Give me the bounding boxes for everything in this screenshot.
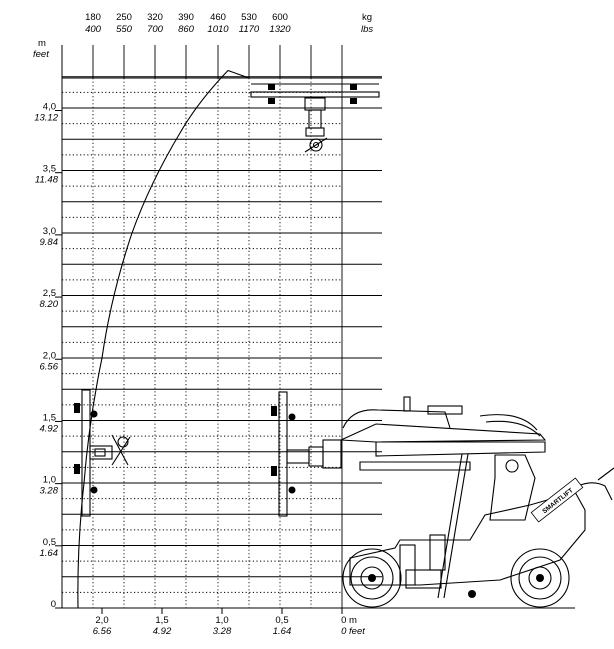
y-tick-label-feet: 3.28 — [40, 486, 59, 497]
x-tick-label-feet: 6.56 — [93, 626, 112, 637]
suction-cup-icon — [268, 84, 275, 90]
x-tick-label-feet: 0 feet — [341, 626, 365, 637]
load-tick-kg: 180 — [85, 12, 101, 23]
y-tick-label: 0,5 — [43, 537, 56, 548]
reach-envelope-curve — [77, 69, 250, 609]
load-tick-lbs: 860 — [178, 24, 195, 35]
x-tick-label: 0 m — [341, 615, 357, 626]
load-tick-kg: 460 — [210, 12, 226, 23]
suction-bar-top — [250, 91, 380, 98]
y-tick-label-feet: 13.12 — [34, 113, 58, 124]
x-tick-label-feet: 3.28 — [213, 626, 232, 637]
y-tick-label-feet: 11.48 — [35, 175, 59, 186]
front-wheel — [342, 548, 402, 608]
top-unit-primary: kg — [362, 12, 372, 23]
rear-wheel — [510, 548, 570, 608]
y-tick-label: 0 — [51, 599, 56, 610]
load-tick-lbs: 550 — [116, 24, 133, 35]
suction-cup-icon — [350, 98, 357, 104]
y-tick-label-feet: 8.20 — [40, 299, 59, 310]
suction-cup-icon — [350, 84, 357, 90]
load-tick-lbs: 1320 — [269, 24, 291, 35]
x-tick-label: 1,0 — [215, 615, 228, 626]
suction-cup-icon — [268, 98, 275, 104]
x-tick-labels: 2,06.56 1,54.92 1,03.28 0,51.64 0 m0 feet — [93, 608, 365, 637]
y-unit-secondary: feet — [33, 49, 49, 60]
x-tick-label-feet: 1.64 — [273, 626, 292, 637]
x-tick-label-feet: 4.92 — [153, 626, 172, 637]
gripper-left-position — [74, 389, 131, 517]
y-tick-label: 1,5 — [43, 412, 56, 423]
x-tick-label: 0,5 — [275, 615, 288, 626]
load-tick-kg: 390 — [178, 12, 194, 23]
load-tick-lbs: 400 — [85, 24, 102, 35]
y-tick-label: 4,0 — [43, 102, 56, 113]
chassis — [349, 491, 586, 586]
mast — [489, 454, 536, 521]
y-tick-label: 2,5 — [43, 288, 56, 299]
y-tick-label-feet: 9.84 — [40, 237, 59, 248]
x-tick-label: 1,5 — [155, 615, 168, 626]
load-tick-lbs: 1170 — [239, 24, 260, 35]
y-tick-label: 3,0 — [43, 226, 56, 237]
suction-bar-left — [81, 389, 91, 517]
y-tick-labels: 0 0,51.64 1,03.28 1,54.92 2,06.56 2,58.20 3,09… — [34, 102, 62, 610]
top-unit-secondary: lbs — [361, 24, 373, 35]
suction-bar-middle — [278, 391, 288, 517]
x-tick-label: 2,0 — [95, 615, 108, 626]
load-tick-kg: 320 — [147, 12, 163, 23]
y-tick-label-feet: 4.92 — [40, 423, 59, 434]
gripper-middle-position — [271, 391, 342, 517]
y-unit-primary: m — [38, 38, 46, 49]
load-tick-kg: 250 — [116, 12, 132, 23]
load-tick-lbs: 1010 — [207, 24, 229, 35]
gripper-top-position — [250, 83, 380, 153]
load-tick-lbs: 700 — [147, 24, 164, 35]
y-tick-label: 3,5 — [43, 164, 56, 175]
y-tick-label: 1,0 — [43, 475, 56, 486]
y-tick-label-feet: 6.56 — [40, 361, 59, 372]
load-tick-kg: 530 — [241, 12, 257, 23]
load-tick-kg: 600 — [272, 12, 288, 23]
y-tick-label-feet: 1.64 — [40, 548, 59, 559]
boom-arm — [340, 423, 547, 443]
smartlift-machine: SMARTLIFT — [340, 396, 614, 608]
y-tick-label: 2,0 — [43, 350, 56, 361]
grid — [62, 45, 382, 609]
